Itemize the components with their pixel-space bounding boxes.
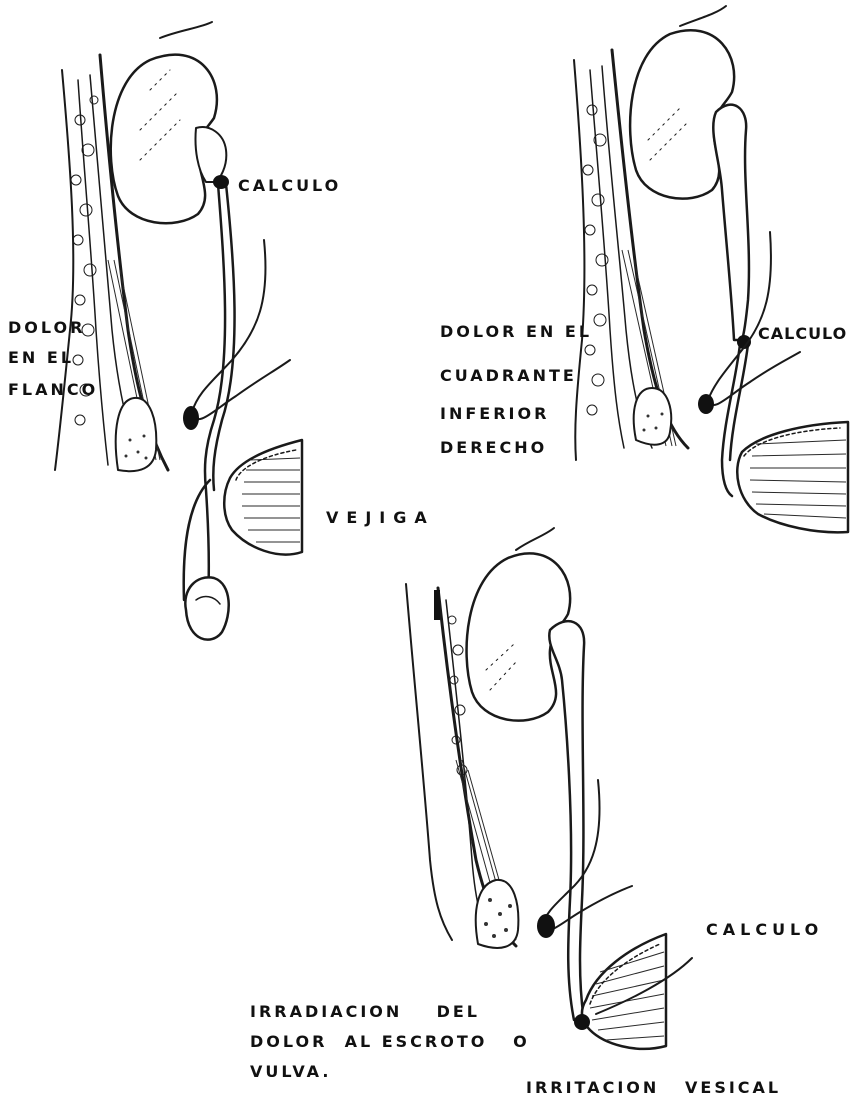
figure-3-label-stone: CALCULO [706,922,823,938]
figure-1-label-stone: CALCULO [238,178,341,194]
figure-2-ureter [713,105,749,340]
figure-3-label-radiation-line-1: IRRADIACION DEL [250,1004,480,1020]
figure-3-stone [574,1014,590,1030]
figure-1-label-pain-line-2: EN EL [8,350,74,366]
figure-1-flank-pain [55,22,302,640]
figure-2-label-stone: CALCULO [758,326,847,342]
figure-3-label-radiation-line-3: VULVA. [250,1064,331,1080]
figure-1-ureter [205,184,225,600]
figure-1-label-bladder: VEJIGA [326,510,435,526]
figure-1-label-pain-line-1: DOLOR [8,320,85,336]
figure-2-bladder [737,422,848,532]
figure-1-label-pain-line-3: FLANCO [8,382,98,398]
figure-3-radiating-pain [406,528,692,1049]
figure-1-kidney [111,22,227,223]
figure-2-label-pain-line-4: DERECHO [440,440,547,456]
figure-2-label-pain-line-3: INFERIOR [440,406,549,422]
figure-3-label-radiation-line-2: DOLOR AL ESCROTO O [250,1034,530,1050]
figure-2-label-pain-line-1: DOLOR EN EL [440,324,592,340]
figure-2-lower-quadrant-pain [574,6,848,532]
figure-2-label-pain-line-2: CUADRANTE [440,368,577,384]
figure-1-bladder [224,440,302,555]
figure-3-bladder [582,934,666,1049]
figure-1-stone [213,175,229,189]
figure-3-label-bladder-irritation: IRRITACION VESICAL [526,1080,781,1096]
figure-3-kidney [467,528,571,721]
